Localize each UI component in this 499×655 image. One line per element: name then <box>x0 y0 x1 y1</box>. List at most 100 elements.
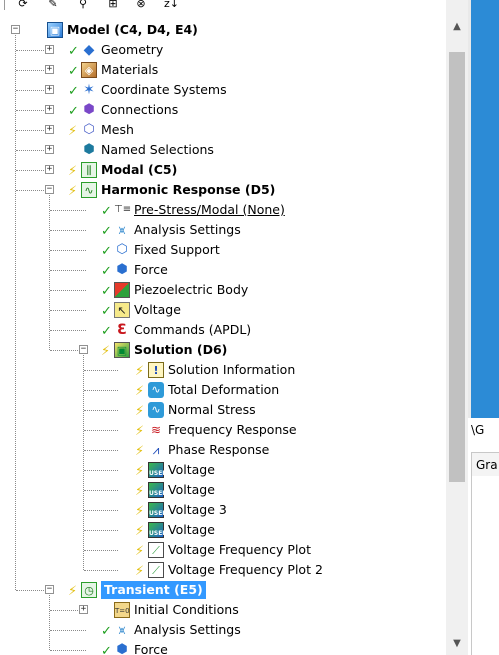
tree-item-label[interactable]: Force <box>134 262 168 277</box>
tree-item-label[interactable]: Voltage 3 <box>168 502 227 517</box>
tree-item-label[interactable]: Analysis Settings <box>134 622 241 637</box>
named-selections-icon: ⬢ <box>83 142 95 157</box>
expand-plus-icon[interactable]: + <box>45 64 54 74</box>
status-lightning-icon: ⚡ <box>135 384 145 399</box>
tree-item-connections[interactable] <box>0 100 446 120</box>
graphics-viewport[interactable] <box>468 0 499 418</box>
status-lightning-icon: ⚡ <box>68 184 78 199</box>
tree-item-label[interactable]: Transient (E5) <box>101 581 206 599</box>
tree-item-label[interactable]: Initial Conditions <box>134 602 239 617</box>
tree-item-label[interactable]: Voltage <box>168 482 215 497</box>
normal-stress-icon: ∿ <box>148 402 164 418</box>
tree-item-label[interactable]: Total Deformation <box>168 382 280 397</box>
status-lightning-icon: ⚡ <box>68 584 78 599</box>
tree-connector-horizontal <box>50 330 86 331</box>
tree-item-label[interactable]: Commands (APDL) <box>134 322 252 337</box>
tree-connector-horizontal <box>84 450 118 451</box>
tree-item-label[interactable]: Connections <box>101 102 179 117</box>
collapse-minus-icon[interactable]: − <box>11 24 20 34</box>
force-icon: ⬢ <box>116 262 128 277</box>
tree-connector-horizontal <box>50 310 86 311</box>
scroll-thumb[interactable] <box>449 52 465 482</box>
status-check-icon: ✓ <box>101 624 112 639</box>
collapse-minus-icon[interactable]: − <box>45 584 54 594</box>
tree-item-mesh[interactable] <box>0 120 446 140</box>
collapse-minus-icon[interactable]: − <box>45 184 54 194</box>
piezo-icon <box>114 282 130 298</box>
tree-item-label[interactable]: Voltage Frequency Plot 2 <box>168 562 323 577</box>
expand-plus-icon[interactable]: + <box>45 144 54 154</box>
tree-item-label[interactable]: Named Selections <box>101 142 214 157</box>
tree-item-label[interactable]: Piezoelectric Body <box>134 282 249 297</box>
status-lightning-icon: ⚡ <box>135 484 145 499</box>
tree-item-label[interactable]: Phase Response <box>168 442 270 457</box>
tree-connector-horizontal <box>50 610 86 611</box>
refresh-icon[interactable]: ⟳ <box>18 0 28 10</box>
tree-item-label[interactable]: Voltage Frequency Plot <box>168 542 311 557</box>
commands-icon: Ɛ <box>117 322 127 338</box>
tree-connector-horizontal <box>84 430 118 431</box>
expand-plus-icon[interactable]: + <box>45 44 54 54</box>
analysis-settings-icon: ⩙ <box>118 223 126 237</box>
tree-item-materials[interactable] <box>0 60 446 80</box>
tree-connector-horizontal <box>50 630 86 631</box>
tree-item-label[interactable]: Force <box>134 642 168 655</box>
expand-plus-icon[interactable]: + <box>45 124 54 134</box>
tree-item-force[interactable] <box>0 640 446 655</box>
tree-connector-horizontal <box>84 510 118 511</box>
tree-item-label[interactable]: Coordinate Systems <box>101 82 227 97</box>
tree-connector-horizontal <box>16 170 52 171</box>
tree-item-label[interactable]: Modal (C5) <box>101 162 178 177</box>
scroll-down-arrow-icon[interactable]: ▼ <box>453 638 461 649</box>
sort-icon[interactable]: z↓ <box>164 0 179 10</box>
tree-connector-horizontal <box>16 90 52 91</box>
tree-filter-icon[interactable]: ⚲ <box>78 0 88 10</box>
expand-plus-icon[interactable]: + <box>45 164 54 174</box>
tree-item-label[interactable]: Analysis Settings <box>134 222 241 237</box>
tree-item-label[interactable]: Mesh <box>101 122 134 137</box>
tree-item-label[interactable]: Voltage <box>134 302 181 317</box>
collapse-minus-icon[interactable]: − <box>79 344 88 354</box>
status-check-icon: ✓ <box>68 84 79 99</box>
tree-item-label[interactable]: Model (C4, D4, E4) <box>67 22 198 37</box>
tree-connector-horizontal <box>84 550 118 551</box>
status-check-icon: ✓ <box>101 284 112 299</box>
status-lightning-icon: ⚡ <box>135 444 145 459</box>
tree-item-voltage[interactable] <box>0 520 446 540</box>
solution-info-icon: ! <box>148 362 164 378</box>
tree-connector-horizontal <box>84 390 118 391</box>
expand-plus-icon[interactable]: + <box>45 104 54 114</box>
tree-item-label[interactable]: Normal Stress <box>168 402 256 417</box>
expand-plus-icon[interactable]: + <box>45 84 54 94</box>
status-check-icon: ✓ <box>101 324 112 339</box>
show-vertex-icon[interactable]: ✎ <box>48 0 58 10</box>
tree-connector-horizontal <box>16 110 52 111</box>
tree-item-label[interactable]: Fixed Support <box>134 242 220 257</box>
expand-plus-icon[interactable]: + <box>79 604 88 614</box>
user-result-icon: USER <box>148 482 167 498</box>
tree-item-transient-e5[interactable] <box>0 580 446 600</box>
tree-item-geometry[interactable] <box>0 40 446 60</box>
tree-item-label[interactable]: Materials <box>101 62 159 77</box>
expand-all-icon[interactable]: ⊞ <box>108 0 118 10</box>
model-icon: ▣ <box>47 22 63 38</box>
prestress-icon: ⊤≡ <box>114 204 132 215</box>
tree-item-label[interactable]: Harmonic Response (D5) <box>101 182 276 197</box>
tree-item-named-selections[interactable] <box>0 140 446 160</box>
tree-item-label[interactable]: Geometry <box>101 42 164 57</box>
tree-item-voltage[interactable] <box>0 460 446 480</box>
tree-item-label[interactable]: Solution Information <box>168 362 296 377</box>
tree-item-modal-c5[interactable] <box>0 160 446 180</box>
tree-item-voltage[interactable] <box>0 480 446 500</box>
tree-item-label[interactable]: Voltage <box>168 462 215 477</box>
status-lightning-icon: ⚡ <box>68 124 78 139</box>
suppress-icon[interactable]: ⊗ <box>136 0 146 10</box>
tab-graph[interactable]: Gra <box>471 452 499 476</box>
tree-vertical-scrollbar[interactable]: ▲ ▼ <box>446 0 468 655</box>
tree-item-label[interactable]: Voltage <box>168 522 215 537</box>
tree-item-label[interactable]: Solution (D6) <box>134 342 228 357</box>
tree-item-label[interactable]: Frequency Response <box>168 422 297 437</box>
status-lightning-icon: ⚡ <box>135 544 145 559</box>
scroll-up-arrow-icon[interactable]: ▲ <box>453 21 461 32</box>
tree-item-label[interactable]: Pre-Stress/Modal (None) <box>134 202 285 217</box>
